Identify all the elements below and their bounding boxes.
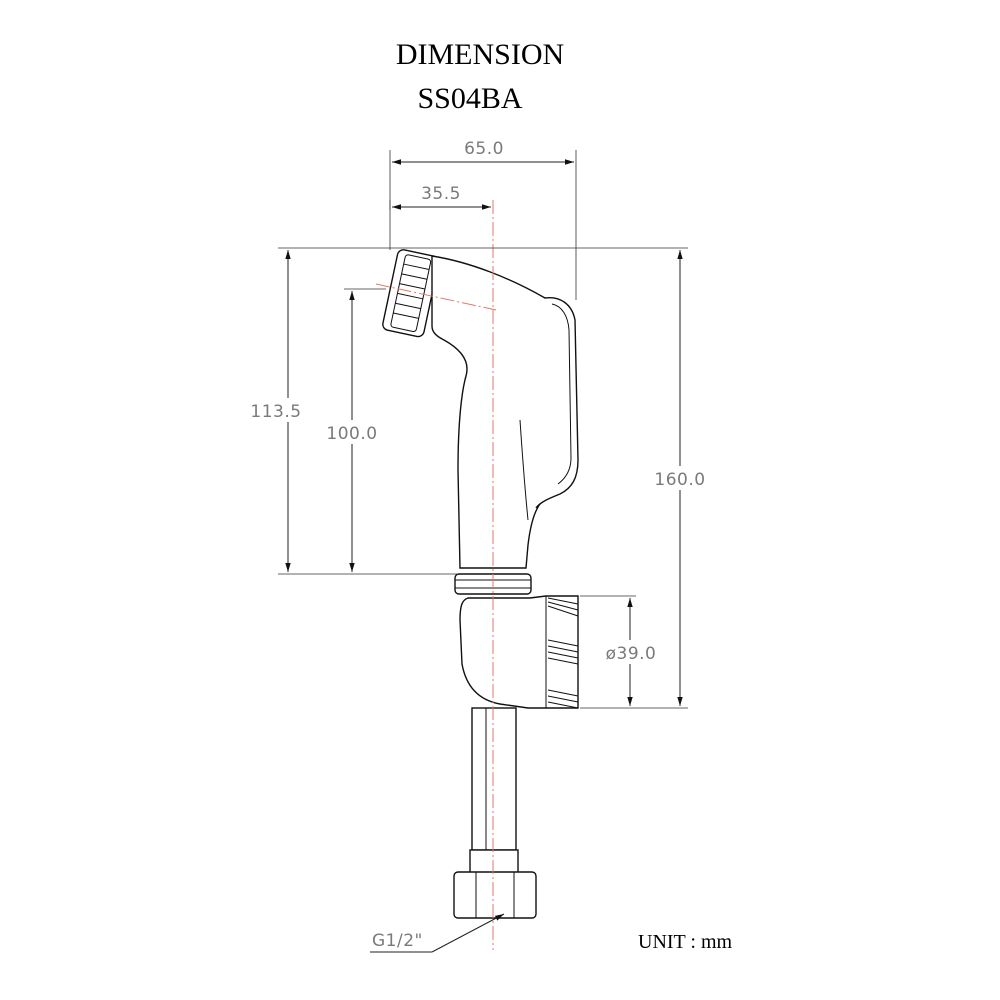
model-number: SS04BA <box>417 82 522 115</box>
trigger-lever <box>535 297 579 509</box>
unit-label: UNIT : mm <box>638 931 733 953</box>
dimension-diameter-39-label: ø39.0 <box>606 644 657 664</box>
dimension-160-label: 160.0 <box>654 470 705 490</box>
hex-nut-top <box>469 849 519 875</box>
dimension-35-5: 35.5 <box>389 184 491 210</box>
dimension-100-label: 100.0 <box>326 424 377 444</box>
handle-body <box>431 255 560 569</box>
sprayer-outline <box>382 249 579 919</box>
wall-holder <box>459 595 579 709</box>
hex-nut <box>453 871 537 919</box>
hose <box>471 707 517 851</box>
dimension-35-5-label: 35.5 <box>421 184 461 204</box>
dimension-diameter-39: ø39.0 <box>580 595 662 706</box>
dimension-65: 65.0 <box>389 139 577 300</box>
thread-callout: G1/2" <box>370 913 505 953</box>
dimension-100: 100.0 <box>322 288 386 572</box>
centerline-spray <box>375 283 497 311</box>
holder-teeth <box>547 597 579 709</box>
drawing-title: DIMENSION <box>396 38 564 71</box>
nozzle-cap <box>382 249 440 338</box>
dimension-160: 160.0 <box>580 250 710 709</box>
dimension-113-5-label: 113.5 <box>250 402 301 422</box>
thread-callout-label: G1/2" <box>372 931 423 951</box>
dimension-65-label: 65.0 <box>464 139 504 159</box>
dimension-113-5: 113.5 <box>250 247 688 575</box>
